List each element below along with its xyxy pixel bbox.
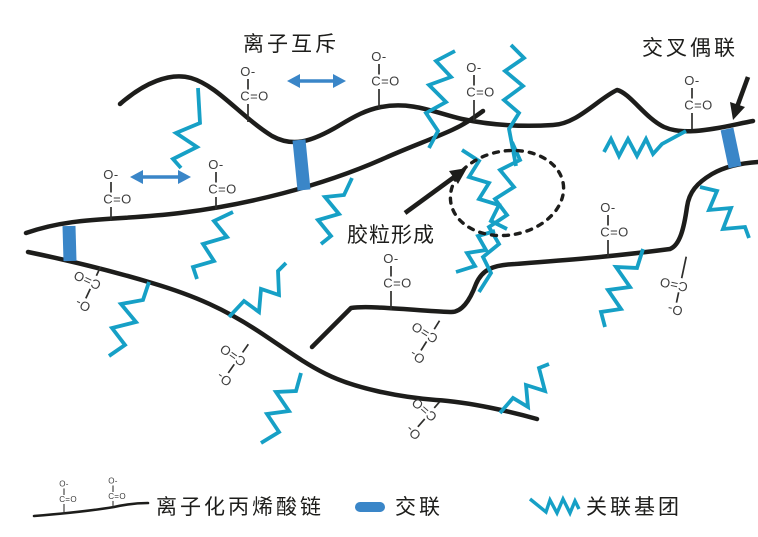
crosslink (292, 139, 311, 191)
carboxylate-co-label: C=O (217, 341, 249, 370)
carboxylate-group: O- C=O (371, 49, 400, 109)
associative-group-zigzag (260, 372, 303, 445)
carboxylate-o-label: O- (108, 477, 118, 486)
carboxylate-o-label: O- (684, 73, 699, 88)
legend-chain-swatch (32, 501, 150, 518)
legend-associative-label: 关联基团 (586, 496, 682, 519)
carboxylate-co-label: C=O (600, 225, 629, 240)
carboxylate-group: O- C=O (383, 251, 412, 310)
micelle-dashed-circle (448, 148, 566, 238)
carboxylate-co-label: C=O (108, 492, 126, 501)
carboxylate-o-label: O- (72, 295, 92, 315)
carboxylate-co-label: C=O (208, 182, 237, 197)
associative-group-zigzag (107, 281, 151, 358)
crosslink (62, 225, 77, 262)
associative-group-zigzag (169, 87, 202, 170)
associative-group-zigzag (460, 148, 508, 231)
repulsion-double-arrow (287, 74, 346, 88)
carboxylate-group: O- C=O (684, 73, 713, 129)
carboxylate-o-label: O- (371, 49, 386, 64)
associative-group-zigzag (500, 43, 527, 167)
carboxylate-o-label: O- (466, 60, 481, 75)
carboxylate-o-label: O- (208, 157, 223, 172)
repulsion-double-arrow (130, 170, 191, 184)
carboxylate-group-rotated: O- C=O (213, 341, 250, 390)
associative-group-zigzag (227, 261, 288, 319)
carboxylate-co-label: C=O (383, 276, 412, 291)
associative-group-zigzag (455, 229, 496, 274)
carboxylate-o-label: O- (406, 346, 427, 367)
carboxylate-group: O- C=O (240, 64, 269, 122)
carboxylate-group: O- C=O (208, 157, 237, 210)
carboxylate-o-label: O- (59, 480, 69, 489)
carboxylate-o-label: O- (240, 64, 255, 79)
carboxylate-group: O- C=O (103, 167, 132, 221)
carboxylate-co-label: C=O (408, 319, 440, 347)
associative-group-zigzag (598, 248, 645, 328)
arrowhead-icon (130, 170, 143, 184)
carboxylate-co-label: C=O (103, 192, 132, 207)
ionic-repulsion-label: 离子互斥 (243, 33, 339, 56)
associative-group-zigzag (498, 362, 550, 415)
polymer-chain-second (23, 108, 486, 236)
associative-group-zigzag (314, 177, 354, 246)
crosslink (720, 127, 742, 169)
arrowhead-icon (449, 168, 467, 184)
carboxylate-group: O- C=O (59, 480, 77, 514)
carboxylate-group-rotated: O- C=O (406, 319, 440, 368)
arrowhead-icon (178, 170, 191, 184)
polymer-chain-bottom (25, 249, 540, 422)
associative-group-zigzag (423, 49, 456, 149)
arrowhead-icon (287, 74, 300, 88)
carboxylate-o-label: O- (666, 301, 684, 319)
carboxylate-co-label: C=O (684, 98, 713, 113)
associative-group-zigzag (602, 129, 687, 161)
carboxylate-co-label: C=O (59, 495, 77, 504)
legend-chain-label: 离子化丙烯酸链 (156, 496, 324, 519)
carboxylate-co-label: C=O (658, 274, 689, 295)
carboxylate-co-label: C=O (240, 89, 269, 104)
carboxylate-o-label: O- (600, 200, 615, 215)
arrowhead-icon (730, 102, 745, 120)
cross-coupling-label: 交叉偶联 (642, 37, 738, 60)
legend-crosslink-label: 交联 (395, 496, 443, 519)
legend-associative-swatch (528, 494, 581, 518)
associative-group-zigzag (190, 210, 234, 280)
associative-group-zigzag (477, 141, 523, 294)
carboxylate-co-label: C=O (371, 74, 400, 89)
legend: O- C=O O- C=O 离子化丙烯酸链 交联 关联基团 (32, 477, 682, 519)
polymer-chain-top (117, 74, 756, 145)
carboxylate-o-label: O- (383, 251, 398, 266)
associative-group-zigzag (699, 185, 751, 239)
carboxylate-group: O- C=O (108, 477, 126, 508)
crosscoupling-annotation-arrow (730, 76, 751, 120)
carboxylate-o-label: O- (213, 368, 234, 389)
micelle-annotation-arrow (403, 168, 467, 215)
carboxylate-group: O- C=O (600, 200, 629, 257)
carboxylate-group-rotated: O- C=O (658, 256, 689, 319)
micelle-formation-label: 胶粒形成 (347, 224, 435, 247)
polymer-chain-right (309, 159, 758, 350)
carboxylate-group: O- C=O (466, 60, 495, 121)
carboxylate-o-label: O- (103, 167, 118, 182)
carboxylate-co-label: C=O (466, 85, 495, 100)
arrowhead-icon (333, 74, 346, 88)
